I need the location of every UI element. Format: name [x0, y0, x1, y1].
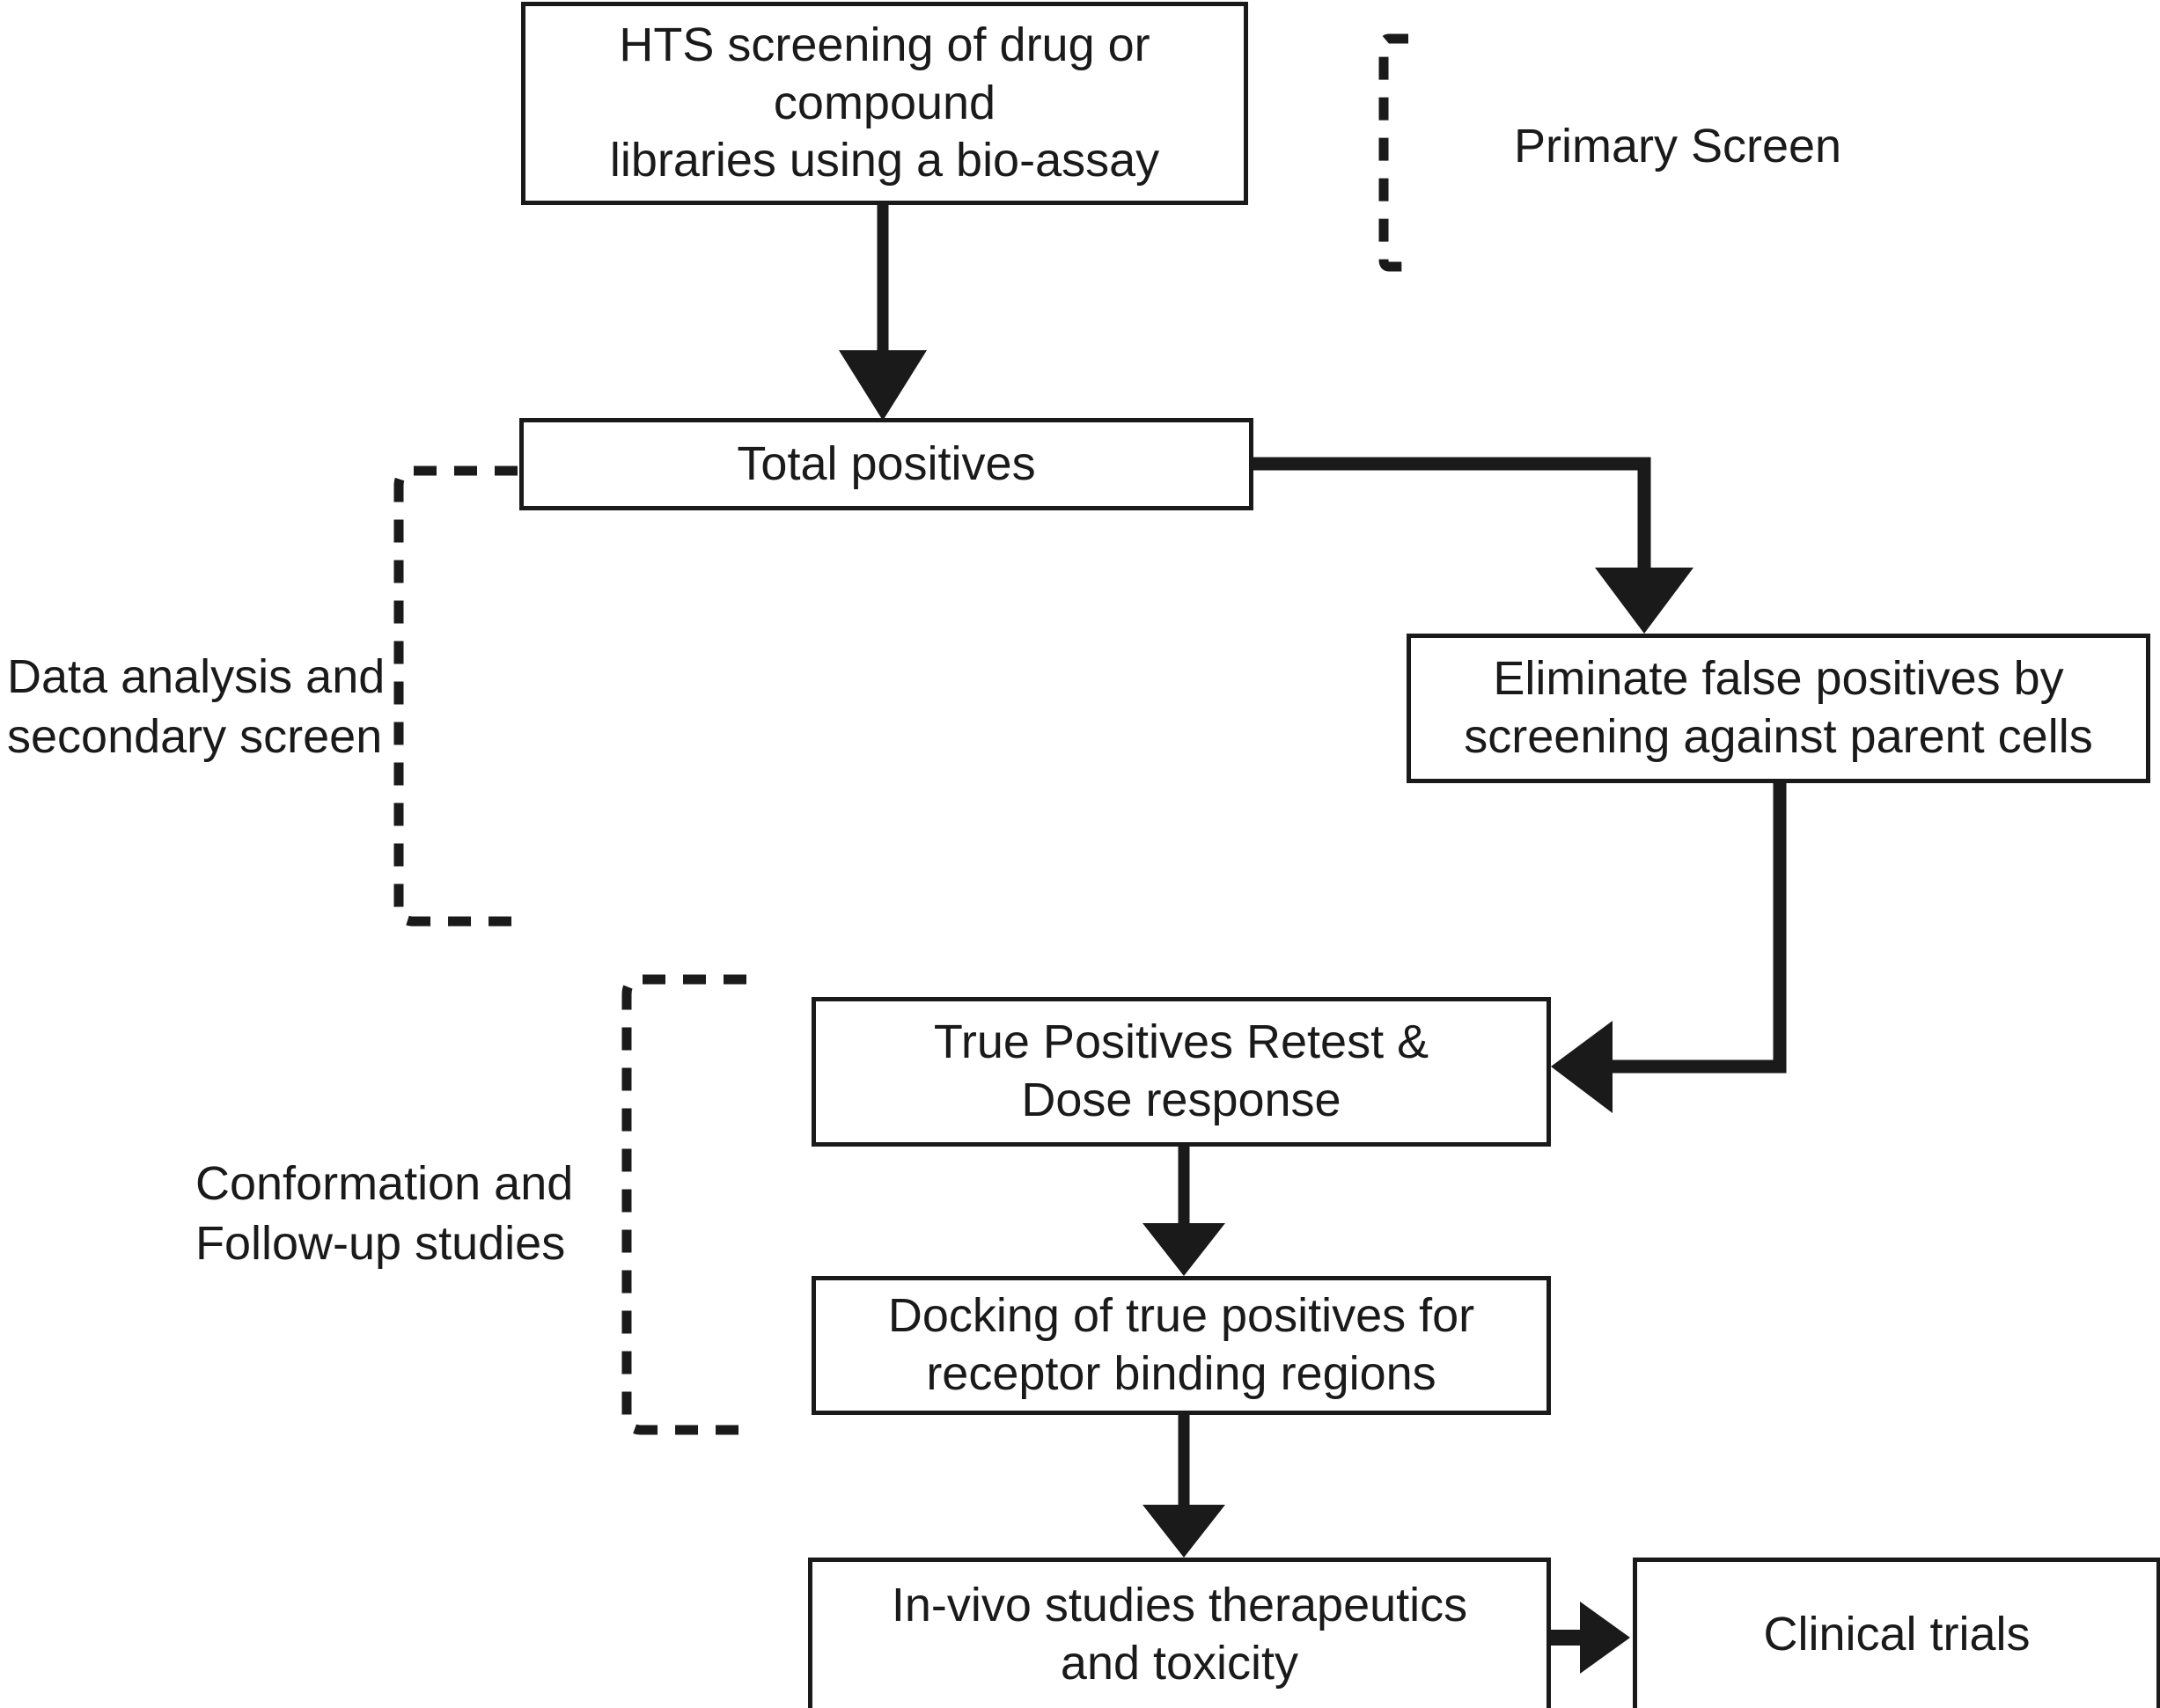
- bracket-data-analysis: [393, 465, 518, 927]
- node-docking-true-positives[interactable]: Docking of true positives for receptor b…: [812, 1276, 1551, 1415]
- edge-eliminate-to-true-positives: [1551, 783, 1787, 1113]
- node-total-positives[interactable]: Total positives: [519, 418, 1253, 510]
- bracket-conformation-followup: [621, 974, 746, 1435]
- node-clinical-trials[interactable]: Clinical trials: [1633, 1558, 2160, 1708]
- label-data-analysis: Data analysis and secondary screen: [7, 650, 386, 763]
- label-conformation-followup: Conformation and Follow-up studies: [195, 1157, 574, 1270]
- node-hts-screening[interactable]: HTS screening of drug or compound librar…: [521, 2, 1248, 205]
- node-eliminate-false-positives[interactable]: Eliminate false positives by screening a…: [1407, 634, 2150, 783]
- edge-total-positives-to-eliminate: [1253, 457, 1693, 634]
- edge-true-positives-to-docking: [1142, 1147, 1225, 1276]
- node-true-positives-retest[interactable]: True Positives Retest & Dose response: [812, 997, 1551, 1147]
- label-primary-screen: Primary Screen: [1514, 120, 1842, 172]
- bracket-primary-screen: [1378, 33, 1408, 272]
- edge-hts-to-total-positives: [839, 205, 927, 421]
- node-in-vivo-studies[interactable]: In-vivo studies therapeutics and toxicit…: [808, 1558, 1551, 1708]
- edge-docking-to-in-vivo: [1142, 1415, 1225, 1558]
